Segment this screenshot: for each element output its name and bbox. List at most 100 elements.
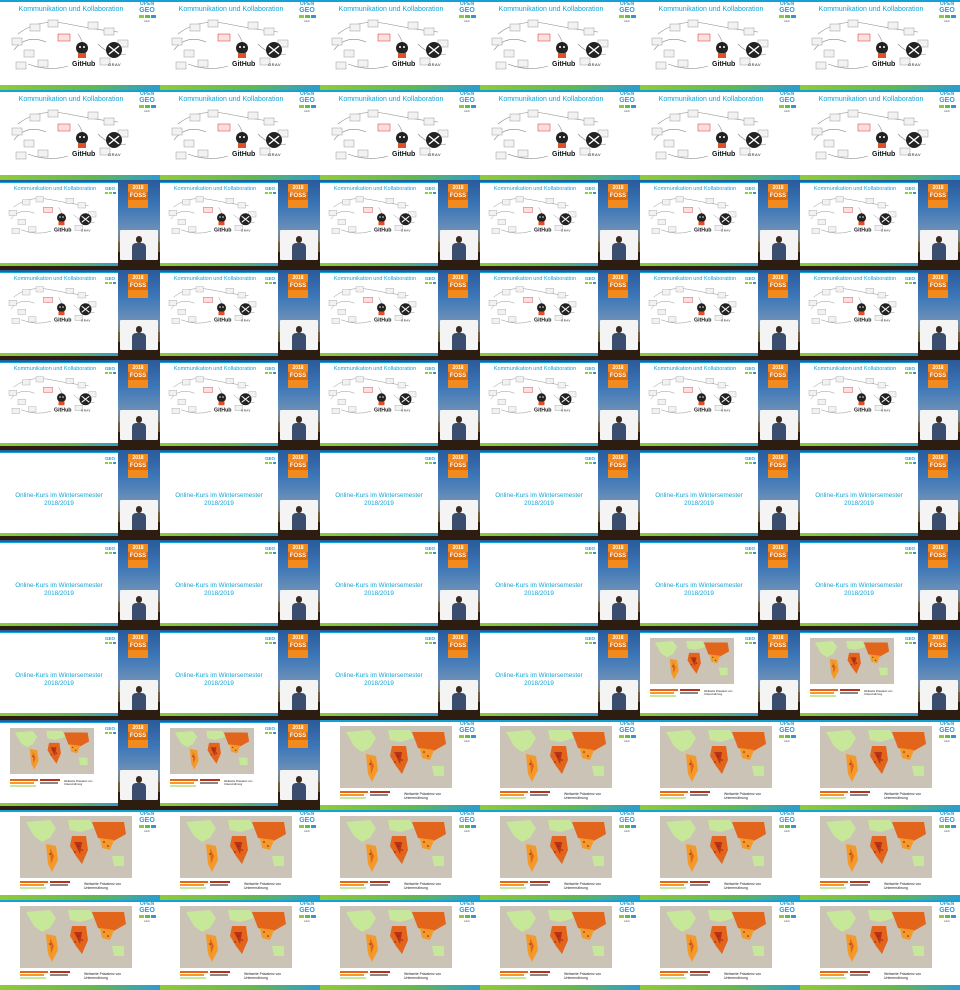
slide-footer-bar (320, 443, 438, 446)
opengeohub-logo: OPEN GEO Hub (778, 812, 796, 838)
logo-geo-text: GEO (139, 7, 155, 14)
grav-label: GRAV (268, 152, 281, 157)
opengeohub-logo: GEO (584, 366, 596, 384)
online-course-title-line2: 2018/2019 (844, 590, 874, 597)
slide-top-bar (320, 272, 438, 273)
slide-title: Kommunikation und Kollaboration (658, 6, 764, 13)
grav-icon (239, 213, 252, 226)
grav-icon (426, 132, 442, 148)
grav-icon (879, 213, 892, 226)
opengeohub-logo: GEO (904, 366, 916, 384)
opengeohub-logo: GEO (584, 276, 596, 294)
online-course-title-line1: Online-Kurs im Wintersemester (335, 582, 423, 589)
presenter-head (936, 596, 942, 603)
grav-label: GRAV (268, 62, 281, 67)
opengeohub-logo: OPEN GEO Hub (298, 812, 316, 838)
logo-squares (778, 825, 796, 828)
map-caption: Weltweite Prävalenz von Unterernährung (704, 690, 733, 696)
slide-top-bar (480, 810, 640, 812)
github-label: GitHub (872, 61, 895, 68)
collaboration-diagram: GitHub GRAV (648, 196, 737, 234)
slide-title: Kommunikation und Kollaboration (13, 276, 97, 282)
opengeohub-logo: OPEN GEO Hub (618, 812, 636, 838)
foss4g-year: 2018 (612, 185, 624, 191)
logo-squares (104, 552, 116, 554)
github-octocat-icon (556, 132, 568, 148)
grav-icon (239, 303, 252, 316)
presenter-body (132, 513, 146, 530)
map-caption: Weltweite Prävalenz von Unterernährung (84, 972, 122, 980)
foss4g-word: FOSS (608, 282, 628, 290)
slide-title: Kommunikation und Kollaboration (333, 366, 417, 372)
grav-icon (106, 132, 122, 148)
logo-squares (138, 915, 156, 918)
slide-thumbnail: Weltweite Prävalenz von Unterernährung O… (480, 900, 640, 990)
logo-open-text: OPEN (619, 721, 635, 727)
foss4g-year: 2018 (132, 725, 144, 731)
video-frame-thumbnail: Kommunikation und Kollaboration (0, 360, 160, 450)
opengeohub-logo: GEO (264, 636, 276, 654)
slide-title: Kommunikation und Kollaboration (338, 96, 444, 103)
presenter-head (296, 416, 302, 423)
logo-sub-text: Hub (624, 19, 630, 23)
collaboration-diagram: GitHub GRAV (651, 109, 769, 160)
github-octocat-icon (377, 213, 386, 226)
logo-geo-text: GEO (744, 546, 755, 551)
github-label: GitHub (694, 317, 712, 323)
foss4g-year: 2018 (452, 185, 464, 191)
logo-open-text: OPEN (139, 901, 155, 907)
logo-squares (584, 552, 596, 554)
slide-footer-bar (480, 175, 640, 180)
map-legend (820, 790, 932, 804)
github-octocat-icon (857, 303, 866, 316)
foss4g-word: FOSS (448, 282, 468, 290)
video-frame-thumbnail: Kommunikation und Kollaboration (640, 360, 800, 450)
world-map (10, 728, 94, 774)
map-caption: Weltweite Prävalenz von Unterernährung (404, 972, 442, 980)
logo-squares (904, 192, 916, 194)
opengeohub-logo: GEO (584, 636, 596, 654)
foss4g-word: FOSS (768, 282, 788, 290)
github-label: GitHub (54, 317, 72, 323)
logo-sub-text: Hub (944, 919, 950, 923)
logo-geo-text: GEO (619, 727, 635, 734)
slide-title: Kommunikation und Kollaboration (178, 96, 284, 103)
logo-squares (618, 735, 636, 738)
opengeohub-logo: GEO (904, 456, 916, 474)
world-map (660, 816, 772, 878)
foss4g-word: FOSS (768, 192, 788, 200)
logo-squares (264, 192, 276, 194)
opengeohub-logo: OPEN GEO Hub (138, 92, 156, 118)
collaboration-diagram: GitHub GRAV (491, 19, 609, 70)
online-course-title-line2: 2018/2019 (44, 680, 74, 687)
map-caption: Weltweite Prävalenz von Unterernährung (884, 882, 922, 890)
slide-title: Kommunikation und Kollaboration (493, 276, 577, 282)
logo-sub-text: Hub (944, 829, 950, 833)
collaboration-diagram: GitHub GRAV (8, 196, 97, 234)
slide-top-bar (480, 542, 598, 543)
slide-title: Kommunikation und Kollaboration (493, 366, 577, 372)
slide-footer-bar (640, 353, 758, 356)
grav-icon (559, 393, 572, 406)
logo-squares (904, 642, 916, 644)
logo-squares (938, 735, 956, 738)
world-map (500, 906, 612, 968)
online-course-title-line1: Online-Kurs im Wintersemester (175, 672, 263, 679)
slide-thumbnail: Weltweite Prävalenz von Unterernährung O… (800, 810, 960, 900)
github-octocat-icon (217, 393, 226, 406)
github-label: GitHub (854, 407, 872, 413)
logo-squares (264, 552, 276, 554)
logo-geo-text: GEO (779, 7, 795, 14)
foss4g-year: 2018 (932, 545, 944, 551)
github-label: GitHub (374, 317, 392, 323)
online-course-title-line2: 2018/2019 (524, 680, 554, 687)
slide-footer-bar (800, 805, 960, 810)
logo-geo-text: GEO (104, 636, 115, 641)
logo-squares (778, 105, 796, 108)
projection-screen: Kommunikation und Kollaboration (0, 182, 118, 266)
